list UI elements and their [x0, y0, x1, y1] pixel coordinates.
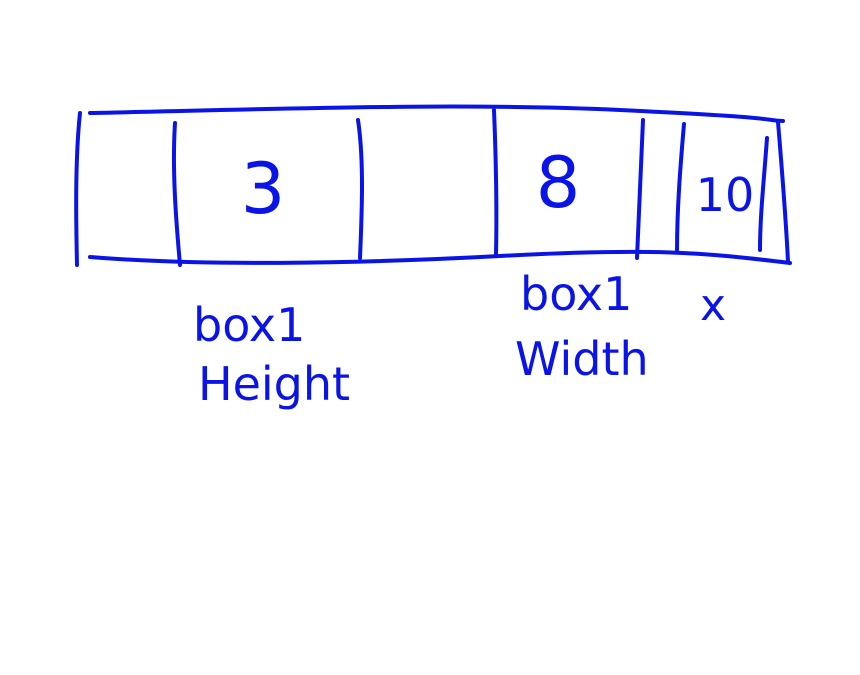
cell-divider-6	[758, 136, 769, 252]
cell-divider-3	[492, 108, 499, 256]
strip-right-edge	[776, 120, 790, 264]
cell-divider-2	[356, 118, 364, 260]
cell-value-box1-height: 3	[241, 148, 286, 230]
label-box1-width-line2: Width	[515, 332, 649, 386]
cell-divider-1	[171, 121, 182, 267]
cell-value-x: 10	[696, 168, 755, 222]
cell-value-box1-width: 8	[536, 142, 581, 224]
label-box1-width-line1: box1	[520, 267, 632, 321]
strip-top-edge	[88, 104, 785, 123]
cell-divider-4	[635, 118, 645, 260]
label-x: x	[700, 280, 726, 331]
strip-left-edge	[74, 111, 82, 267]
memory-array-drawing: 3 8 10 box1 Height box1 Width x	[74, 104, 792, 411]
label-box1-height-line2: Height	[198, 357, 350, 411]
cell-divider-5	[675, 122, 686, 254]
strip-bottom-edge	[88, 249, 792, 265]
label-box1-height-line1: box1	[193, 298, 305, 352]
